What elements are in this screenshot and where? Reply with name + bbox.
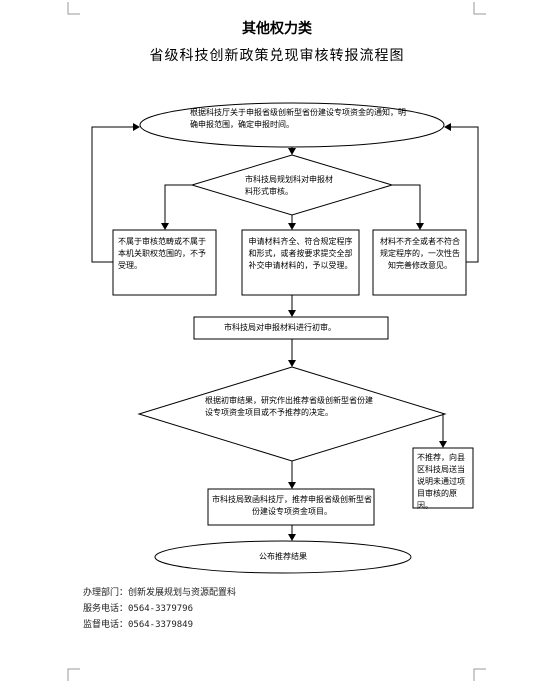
end-ellipse [154, 540, 412, 574]
page-subtitle: 省级科技创新政策兑现审核转报流程图 [149, 48, 405, 64]
service-phone: 服务电话：0564-3379796 [83, 604, 194, 614]
handling-department: 办理部门：创新发展规划与资源配置科 [83, 588, 237, 598]
start-node-text: 根据科技厅关于申报省级创新型省份建设专项资金的通知，明确申报范围，确定申报时间。 [190, 108, 406, 129]
page-title: 其他权力类 [242, 21, 312, 37]
preliminary-text: 市科技局对申报材料进行初审。 [224, 323, 336, 332]
decision2-text: 根据初审结果，研究作出推荐省级创新型省份建设专项资金项目或不予推荐的决定。 [205, 396, 373, 417]
decision1-text: 市科技局规划科对申报材料形式审核。 [245, 175, 333, 196]
recommend-text: 市科技局致函科技厅，推荐申报省级创新型省份建设专项资金项目。 [212, 495, 372, 516]
not-recommend-text: 不推荐，向县区科技局送当说明未通过项目审核的原因。 [417, 453, 465, 510]
incomplete-text: 材料不齐全或者不符合规定程序的，一次性告知完善修改意见。 [380, 237, 460, 270]
recommend-box [207, 488, 375, 526]
end-node-text: 公布推荐结果 [259, 552, 307, 561]
accept-text: 申请材料齐全、符合规定程序和形式，或者按要求提交全部补交申请材料的，予以受理。 [248, 237, 353, 270]
reject-scope-text: 不属于审核范畴或不属于本机关职权范围的，不予受理。 [118, 237, 206, 270]
incomplete-box [372, 229, 467, 296]
preliminary-box [193, 316, 389, 340]
accept-box [241, 229, 360, 296]
supervision-phone: 监督电话：0564-3379849 [83, 620, 194, 630]
not-recommend-box [412, 447, 474, 509]
reject-scope-box [112, 229, 217, 296]
